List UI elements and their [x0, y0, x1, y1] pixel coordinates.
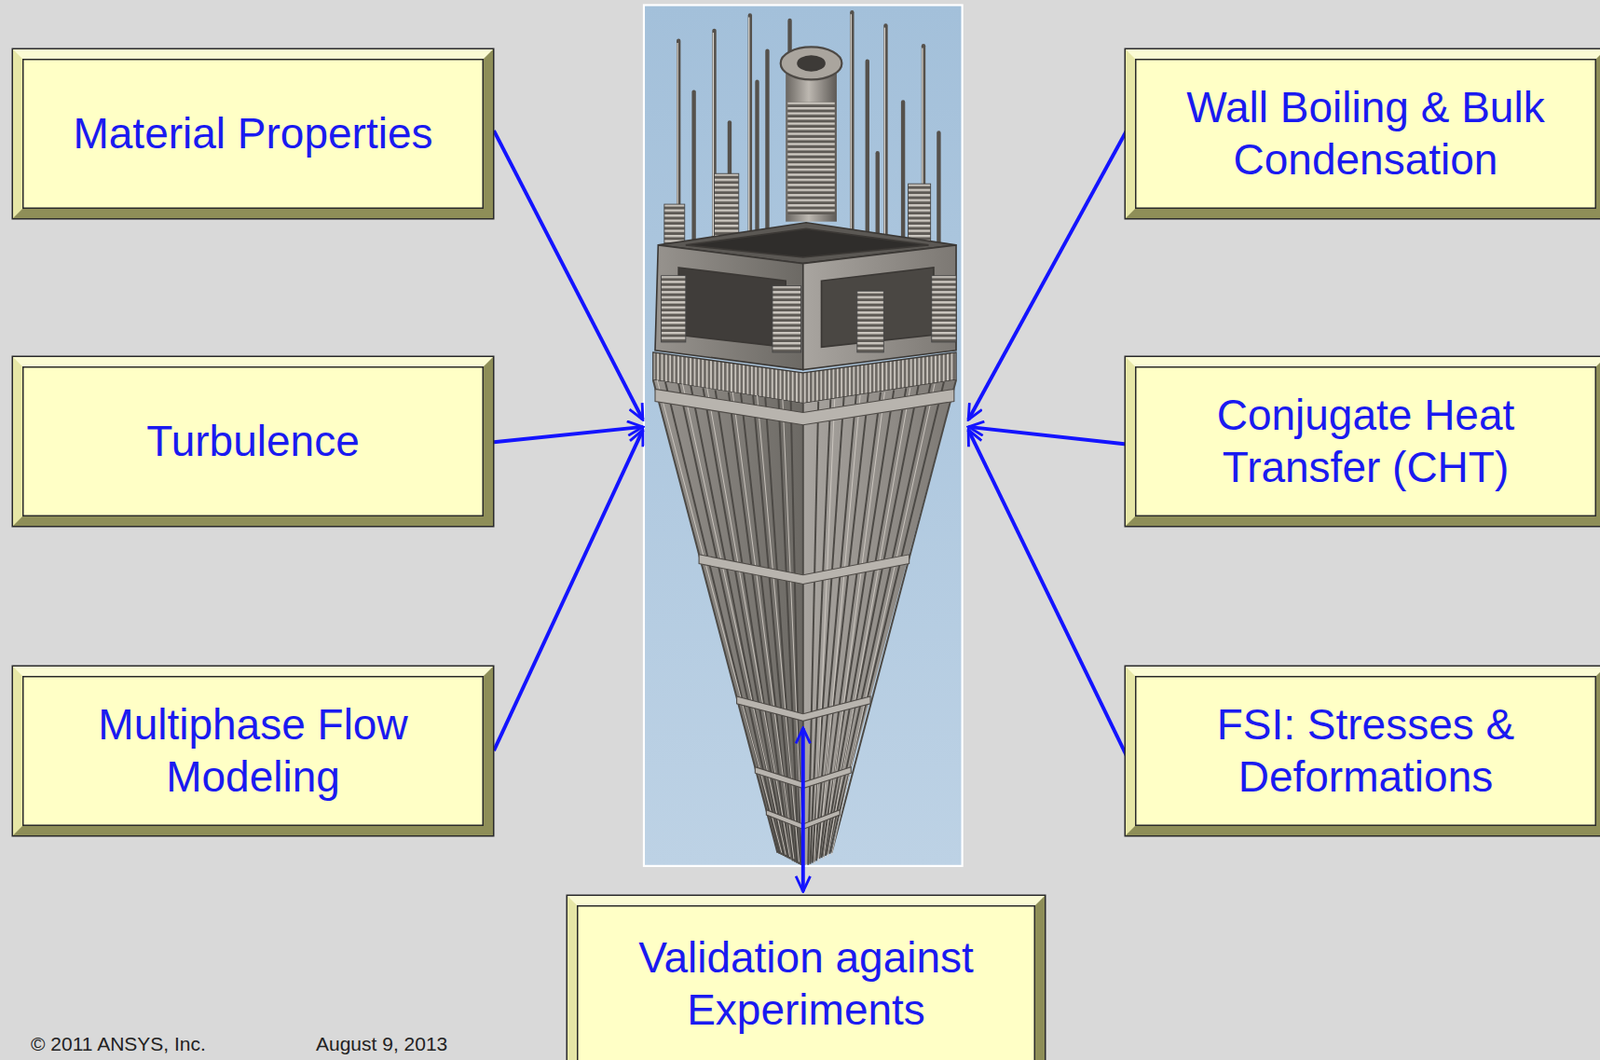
fuel-rod-highlights [656, 379, 935, 863]
topic-box: Validation against Experiments [567, 895, 1045, 1060]
control-rods-part [865, 61, 870, 246]
control-rods-part [849, 12, 854, 246]
leader-arrows-part [968, 130, 1127, 420]
topic-text: Material Properties [72, 108, 433, 160]
central-hub-part [780, 46, 843, 80]
control-rods [678, 12, 939, 246]
hold-down-springs-part [714, 173, 739, 237]
rod-bundle-part [653, 379, 804, 865]
central-hub-part [796, 54, 826, 72]
topic-box: Multiphase Flow Modeling [13, 666, 493, 835]
fuel-rods-part [715, 389, 789, 858]
topic-box: Turbulence [13, 356, 493, 526]
topic-text: Multiphase Flow Modeling [90, 698, 417, 802]
leader-arrows-part [801, 727, 806, 891]
leader-arrows [493, 130, 1127, 891]
footer-note: © 2011 ANSYS, Inc. [30, 1031, 206, 1055]
fuel-rods-part [816, 393, 869, 862]
leader-arrows-part [493, 426, 643, 442]
fuel-rod-highlights-part [831, 383, 935, 855]
fuel-rod-highlights-part [814, 398, 835, 863]
top-nozzle [655, 222, 957, 370]
topic-box: FSI: Stresses & Deformations [1125, 666, 1600, 835]
nozzle-springs-part [772, 286, 802, 353]
control-rods-part [875, 152, 880, 246]
nozzle-springs-part [857, 290, 884, 353]
control-rods-part [748, 14, 753, 237]
topic-box: Material Properties [13, 49, 493, 219]
control-rod-highlights-part [748, 17, 750, 235]
fuel-rod-highlights-part [683, 383, 787, 855]
topic-text: Validation against Experiments [629, 931, 982, 1035]
top-nozzle-part [678, 267, 786, 347]
leader-arrows-part [493, 429, 643, 751]
fuel-rods-part [791, 400, 802, 864]
central-hub-part [787, 102, 835, 215]
leader-arrows-part [968, 429, 1127, 755]
fuel-rods-part [807, 400, 819, 864]
fuel-rod-highlights-part [656, 379, 782, 852]
control-rods-part [901, 102, 905, 246]
topic-text: Wall Boiling & Bulk Condensation [1181, 82, 1551, 185]
topic-box: Conjugate Heat Transfer (CHT) [1125, 356, 1600, 526]
control-rod-highlights-part [850, 13, 852, 243]
control-rods-part [691, 92, 696, 246]
control-rods-part [883, 25, 888, 246]
spacer-grids-part [698, 554, 910, 585]
footer-note: August 9, 2013 [315, 1031, 448, 1055]
control-rods-part [936, 132, 941, 245]
control-rod-highlights-part [884, 27, 886, 244]
topic-text: Conjugate Heat Transfer (CHT) [1211, 389, 1520, 493]
top-nozzle-part [655, 245, 804, 370]
control-rods-part [765, 51, 769, 246]
leader-arrows-part [493, 130, 643, 420]
top-nozzle-part [803, 245, 957, 370]
fuel-rods-part [829, 382, 944, 854]
leader-arrows-part [968, 426, 1127, 445]
control-rods-part [754, 82, 759, 246]
topic-box: Wall Boiling & Bulk Condensation [1125, 49, 1600, 219]
central-hub [780, 46, 843, 221]
topic-text: Turbulence [146, 415, 359, 467]
control-rod-highlights-part [712, 32, 714, 244]
rod-bundle-part [803, 379, 957, 865]
control-rod-highlights [677, 13, 923, 243]
hold-down-springs-part [908, 183, 931, 244]
nozzle-springs-part [661, 275, 686, 342]
hold-down-springs-part [664, 204, 685, 246]
spacer-grids-part [655, 388, 955, 424]
nozzle-springs [661, 275, 957, 353]
spacer-grids-part [737, 696, 871, 721]
topic-text: FSI: Stresses & Deformations [1206, 698, 1524, 802]
fuel-rod-highlights-part [782, 398, 804, 863]
nozzle-springs-part [931, 275, 957, 342]
central-hub-part [785, 63, 837, 222]
